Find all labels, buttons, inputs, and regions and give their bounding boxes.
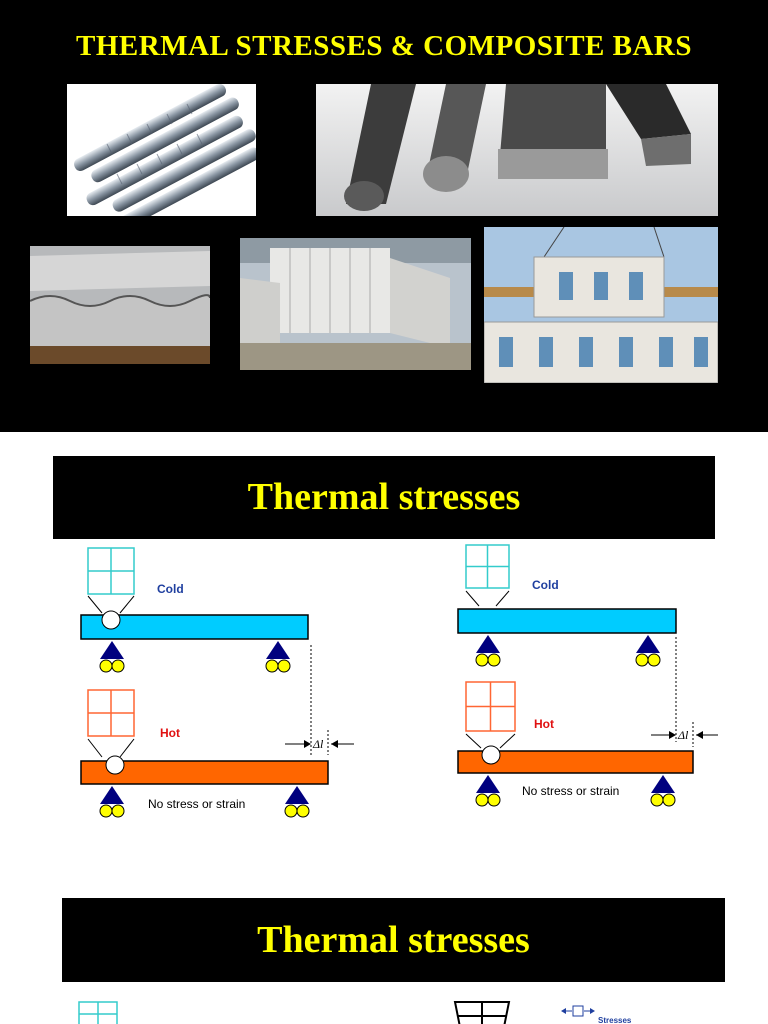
delta-l-label: Δl (312, 737, 324, 751)
cold-bar (457, 608, 677, 634)
concrete-slab-photo (30, 246, 210, 364)
pin-icon (101, 610, 121, 630)
slide-title: THERMAL STRESSES & COMPOSITE BARS (76, 30, 692, 62)
support-icon (635, 635, 661, 667)
no-stress-caption: No stress or strain (148, 797, 245, 811)
hot-bar (457, 750, 694, 774)
cold-grid-icon (465, 544, 510, 589)
thermal-stresses-banner: Thermal stresses (53, 456, 715, 539)
title-slide: THERMAL STRESSES & COMPOSITE BARS (0, 0, 768, 432)
banner-title: Thermal stresses (247, 476, 521, 518)
slide3-partial-content: Stresses (78, 1001, 632, 1024)
support-icon (99, 641, 125, 673)
support-icon (265, 641, 291, 673)
support-icon (475, 775, 501, 807)
cold-grid-icon (87, 547, 135, 595)
cold-label: Cold (157, 582, 184, 596)
support-icon (650, 775, 676, 807)
pin-icon (105, 755, 125, 775)
stresses-label: Stresses (598, 1016, 632, 1024)
cold-bar (80, 614, 309, 640)
pin-icon (481, 745, 501, 765)
right-thermal-diagram: Cold Hot Δl No stress or strain (457, 544, 718, 807)
hot-label: Hot (160, 726, 180, 740)
hot-grid-icon (465, 681, 516, 732)
wall-construction-photo (240, 238, 471, 370)
support-icon (284, 786, 310, 818)
hot-label: Hot (534, 717, 554, 731)
delta-l-label: Δl (677, 728, 689, 742)
cold-label: Cold (532, 578, 559, 592)
banner-title: Thermal stresses (257, 919, 530, 961)
steel-bars-photo (316, 84, 718, 216)
precast-facade-photo (484, 227, 718, 383)
thermal-stresses-banner-2: Thermal stresses (62, 898, 725, 982)
hot-grid-icon (87, 689, 135, 737)
support-icon (475, 635, 501, 667)
cold-grid-icon (78, 1001, 118, 1024)
support-icon (99, 786, 125, 818)
no-stress-caption: No stress or strain (522, 784, 619, 798)
hot-bar (80, 760, 329, 785)
stress-arrows-icon (561, 1005, 595, 1017)
left-thermal-diagram: Cold Hot Δl No stress or strain (80, 547, 354, 818)
rebar-photo (67, 84, 256, 216)
deformed-grid-icon (453, 1001, 511, 1024)
